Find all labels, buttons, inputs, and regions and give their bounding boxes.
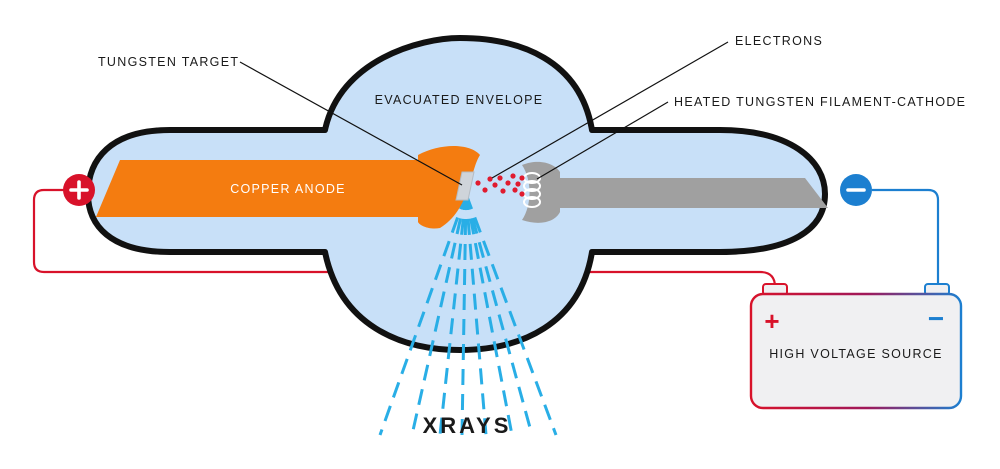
- xray-beam: [438, 193, 468, 436]
- electron: [482, 187, 488, 193]
- xray-beam: [464, 193, 514, 436]
- battery-minus-sign: −: [928, 303, 944, 334]
- anode-head: [418, 146, 480, 229]
- xray-beam: [464, 193, 558, 436]
- battery-plus-sign: +: [764, 306, 779, 336]
- copper-anode: [96, 146, 480, 229]
- high-voltage-battery: + − HIGH VOLTAGE SOURCE: [749, 283, 963, 410]
- electron: [512, 187, 518, 193]
- cathode-rod: [545, 178, 828, 208]
- copper-anode-label: COPPER ANODE: [230, 182, 346, 196]
- xray-beam: [460, 193, 468, 436]
- plus-circle-icon: [69, 180, 89, 200]
- anode-rod: [96, 160, 428, 217]
- electron: [519, 191, 525, 197]
- negative-terminal: [840, 174, 872, 206]
- leader-lines: [239, 41, 729, 186]
- tungsten-target: [455, 171, 475, 201]
- xrays-label: XRAYS: [423, 413, 512, 438]
- tungsten-target-label: TUNGSTEN TARGET: [98, 55, 239, 69]
- filament-cathode-label: HEATED TUNGSTEN FILAMENT-CATHODE: [674, 95, 966, 109]
- electron: [492, 182, 498, 188]
- xray-beam: [464, 193, 534, 436]
- high-voltage-source-label: HIGH VOLTAGE SOURCE: [769, 347, 943, 361]
- electrons: [475, 173, 525, 197]
- electron: [519, 175, 525, 181]
- xray-beam: [410, 193, 468, 436]
- circuit-wires: [32, 188, 940, 290]
- evacuated-envelope-label: EVACUATED ENVELOPE: [375, 93, 544, 107]
- negative-wire: [872, 188, 940, 290]
- xray-beam: [464, 193, 488, 436]
- electron: [500, 188, 506, 194]
- electron: [497, 175, 503, 181]
- coil-icon: [523, 172, 541, 208]
- electron: [510, 173, 516, 179]
- xray-beam: [378, 193, 468, 436]
- cathode: [522, 161, 828, 223]
- leader-tungsten-target: [239, 61, 463, 186]
- electron: [505, 180, 511, 186]
- xray-beams: [378, 193, 558, 436]
- electrons-label: ELECTRONS: [735, 34, 823, 48]
- electron: [487, 176, 493, 182]
- leader-filament: [536, 101, 669, 180]
- positive-terminal: [63, 174, 95, 206]
- positive-wire: [32, 188, 777, 290]
- electron: [515, 181, 521, 187]
- leader-electrons: [491, 41, 729, 179]
- battery-body: [749, 292, 963, 410]
- electron: [475, 180, 481, 186]
